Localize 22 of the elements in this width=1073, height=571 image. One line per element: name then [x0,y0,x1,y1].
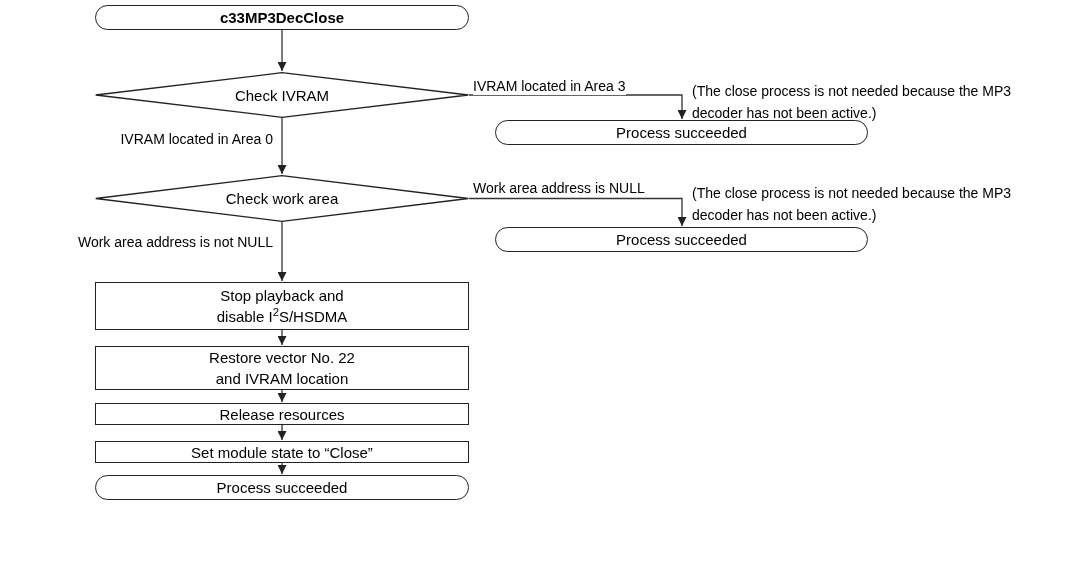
process-box: Release resources [95,403,469,425]
arrow [277,117,287,175]
arrow [277,424,287,441]
note-text: (The close process is not needed because the MP3 decoder has not been active.) [692,82,1013,123]
arrow [277,29,287,72]
arrow [468,197,687,227]
arrow [277,389,287,403]
process-box: Set module state to “Close” [95,441,469,463]
arrow [468,94,687,120]
terminator: Process succeeded [495,227,868,252]
note-text: (The close process is not needed because the MP3 decoder has not been active.) [692,184,1013,225]
arrow [277,462,287,475]
process-box: Restore vector No. 22 and IVRAM location [95,346,469,390]
process-box: Stop playback and disable I$^{2}$S/HSDMA [95,282,469,330]
terminator: Process succeeded [95,475,469,500]
decision-diamond: Check work area [95,175,469,222]
decision-diamond: Check IVRAM [95,72,469,118]
terminator: c33MP3DecClose [95,5,469,30]
arrow [277,221,287,282]
terminator: Process succeeded [495,120,868,145]
edge-label: IVRAM located in Area 3 [473,78,626,95]
arrow [277,329,287,346]
